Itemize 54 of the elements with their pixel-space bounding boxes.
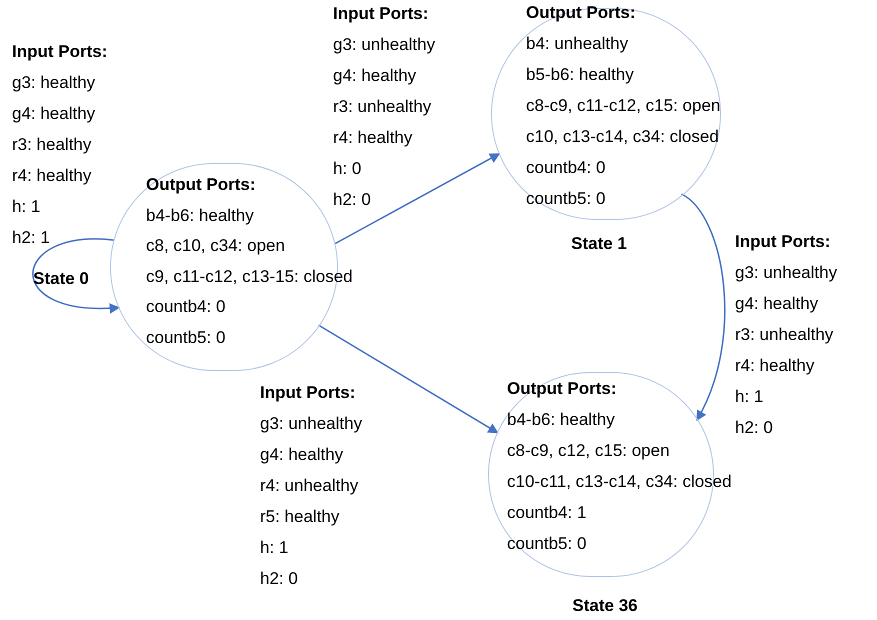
input-port-value: r4: healthy (12, 165, 92, 187)
input-port-value: g4: healthy (260, 444, 344, 466)
port-value: countb4: 1 (507, 502, 586, 524)
input-port-value: r5: healthy (260, 506, 340, 528)
port-heading: Output Ports: (507, 378, 617, 400)
state-label: State 0 (33, 268, 89, 290)
self-loop-arrow (32, 238, 120, 314)
port-value: c9, c11-c12, c13-15: closed (146, 266, 353, 288)
port-heading: Output Ports: (526, 2, 636, 24)
port-value: c8-c9, c12, c15: open (507, 440, 670, 462)
input-port-value: r4: unhealthy (260, 475, 358, 497)
state-label: State 36 (572, 595, 638, 617)
transition-arrow (318, 324, 499, 434)
port-value: c8, c10, c34: open (146, 235, 285, 257)
input-port-value: g4: healthy (333, 65, 416, 87)
port-value: b4-b6: healthy (146, 204, 254, 226)
input-port-value: h: 1 (12, 196, 40, 218)
port-value: c10, c13-c14, c34: closed (526, 126, 719, 148)
port-value: c8-c9, c11-c12, c15: open (526, 95, 720, 117)
input-port-value: h2: 0 (735, 417, 773, 439)
input-port-value: h: 1 (735, 386, 764, 408)
input-port-value: h2: 0 (333, 189, 371, 211)
input-port-value: r3: healthy (12, 134, 92, 156)
input-port-value: h: 0 (333, 158, 362, 180)
transition-arrow (681, 193, 726, 422)
input-port-value: g4: healthy (735, 293, 818, 315)
port-value: countb5: 0 (507, 533, 586, 555)
input-ports-heading: Input Ports: (260, 382, 356, 404)
input-port-value: g3: unhealthy (333, 34, 436, 56)
input-port-value: r4: healthy (333, 127, 412, 149)
port-value: b4-b6: healthy (507, 409, 615, 431)
port-value: countb4: 0 (146, 296, 226, 318)
input-port-value: r3: unhealthy (735, 324, 834, 346)
port-value: countb4: 0 (526, 157, 606, 179)
input-ports-heading: Input Ports: (12, 41, 108, 63)
port-value: b5-b6: healthy (526, 64, 634, 86)
input-port-value: h2: 0 (260, 568, 298, 590)
input-port-value: g3: unhealthy (735, 262, 838, 284)
port-value: b4: unhealthy (526, 33, 628, 55)
input-ports-heading: Input Ports: (735, 231, 830, 253)
port-value: countb5: 0 (146, 326, 226, 348)
input-port-value: g4: healthy (12, 103, 96, 125)
input-port-value: h2: 1 (12, 227, 50, 249)
transition-arrow (334, 153, 500, 244)
input-port-value: g3: healthy (12, 72, 96, 94)
input-port-value: h: 1 (260, 537, 288, 559)
port-value: countb5: 0 (526, 188, 606, 210)
input-port-value: g3: unhealthy (260, 413, 362, 435)
input-port-value: r4: healthy (735, 355, 814, 377)
port-value: c10-c11, c13-c14, c34: closed (507, 471, 732, 493)
input-port-value: r3: unhealthy (333, 96, 432, 118)
port-heading: Output Ports: (146, 174, 256, 196)
state-label: State 1 (571, 233, 627, 255)
input-ports-heading: Input Ports: (333, 3, 428, 25)
